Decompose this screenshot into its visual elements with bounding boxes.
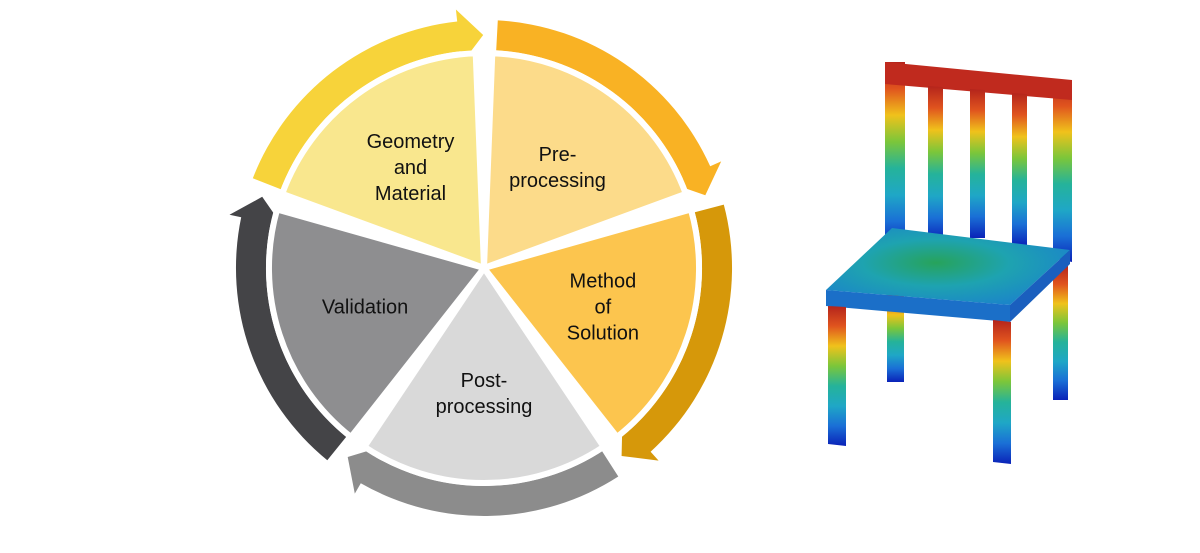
cycle-label-4: Post-processing [436,370,533,418]
cycle-label-5: Validation [322,297,408,319]
cycle-arrow-2 [496,20,722,196]
cycle-label-line: processing [436,396,533,418]
cycle-arrow-3 [621,204,733,461]
cycle-label-line: processing [509,170,606,192]
cycle-wedge-4 [360,262,608,486]
chair-seat-top [826,228,1070,305]
chair-front-leg-right [993,320,1011,464]
cycle-wedge-2 [480,50,690,273]
cycle-label-line: Validation [322,297,408,319]
cycle-wedge-5 [265,205,490,442]
chair-backrest-top-rail [885,62,1072,100]
cycle-wedge-3 [478,205,703,442]
cycle-label-line: Solution [567,323,639,345]
cycle-label-line: of [595,297,612,319]
cycle-label-line: Material [375,183,446,205]
chair-front-leg-left [828,306,846,446]
chair-backrest-slat-3 [1012,93,1027,246]
chair-simulation-image [826,62,1072,464]
cycle-label-line: Method [570,271,637,293]
cycle-arrow-4 [347,446,619,516]
cycle-arrow-1 [252,9,484,190]
chair-backrest-post-left [885,62,905,248]
chair-backrest-post-right [1053,80,1072,262]
chair-seat-front-edge [826,290,1010,322]
chair-backrest-slat-2 [970,89,985,238]
chair-backrest-slat-1 [928,86,943,240]
cycle-label-line: and [394,157,427,179]
cycle-label-line: Geometry [367,131,455,153]
chair-back-leg-right [1053,265,1068,400]
cycle-wedge-1 [278,50,488,273]
chair-seat-side-edge [1010,250,1070,322]
cycle-label-line: Post- [461,370,508,392]
cycle-arrow-5 [229,196,347,461]
cycle-label-2: Pre-processing [509,144,606,192]
cycle-label-line: Pre- [539,144,577,166]
